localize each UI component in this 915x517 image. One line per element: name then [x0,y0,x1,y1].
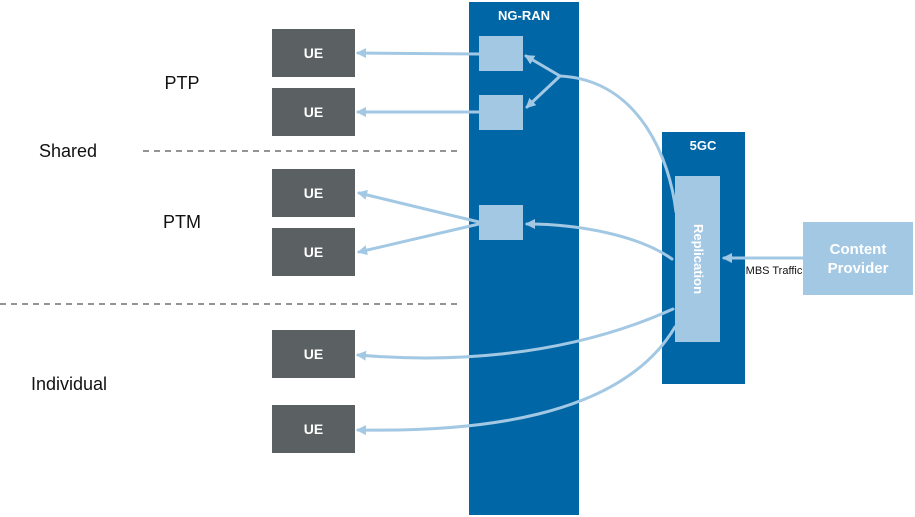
ue-box: UE [272,405,355,453]
ue-label: UE [304,346,323,362]
replication-label: Replication [691,224,706,294]
arrow-individual-ue5 [356,307,675,361]
section-label-individual: Individual [31,374,107,394]
arrow-individual-ue6 [356,325,677,436]
section-label-shared: Shared [39,141,97,161]
ue-box: UE [272,330,355,378]
arrow-ptm-ue4 [357,222,481,256]
content-provider-label-line2: Provider [828,260,889,277]
arrow-ptp-ue1 [356,48,481,59]
ue-label: UE [304,185,323,201]
ngran-ptp-box-1 [479,36,523,71]
core-5gc-label: 5GC [690,138,717,153]
arrow-replication-to-ptm [525,219,674,261]
ngran-ptm-box [479,205,523,240]
content-provider-box [803,222,913,295]
ue-box: UE [272,169,355,217]
arrow-ptm-ue3 [357,190,481,224]
section-label-ptp: PTP [164,73,199,93]
ue-label: UE [304,104,323,120]
ue-label: UE [304,421,323,437]
arrow-split-ptp-2 [525,74,562,109]
ue-label: UE [304,244,323,260]
content-provider-label-line1: Content [830,241,887,258]
replication-box [675,176,720,342]
ngran-label: NG-RAN [498,8,550,23]
ngran-ptp-box-2 [479,95,523,130]
section-label-ptm: PTM [163,212,201,232]
mbs-traffic-label: MBS Traffic [746,265,803,277]
ue-label: UE [304,45,323,61]
arrow-replication-to-ptp [558,74,678,214]
arrow-split-ptp-1 [524,54,562,78]
ue-box: UE [272,88,355,136]
ngran-column [469,2,579,515]
ue-box: UE [272,228,355,276]
ue-box: UE [272,29,355,77]
